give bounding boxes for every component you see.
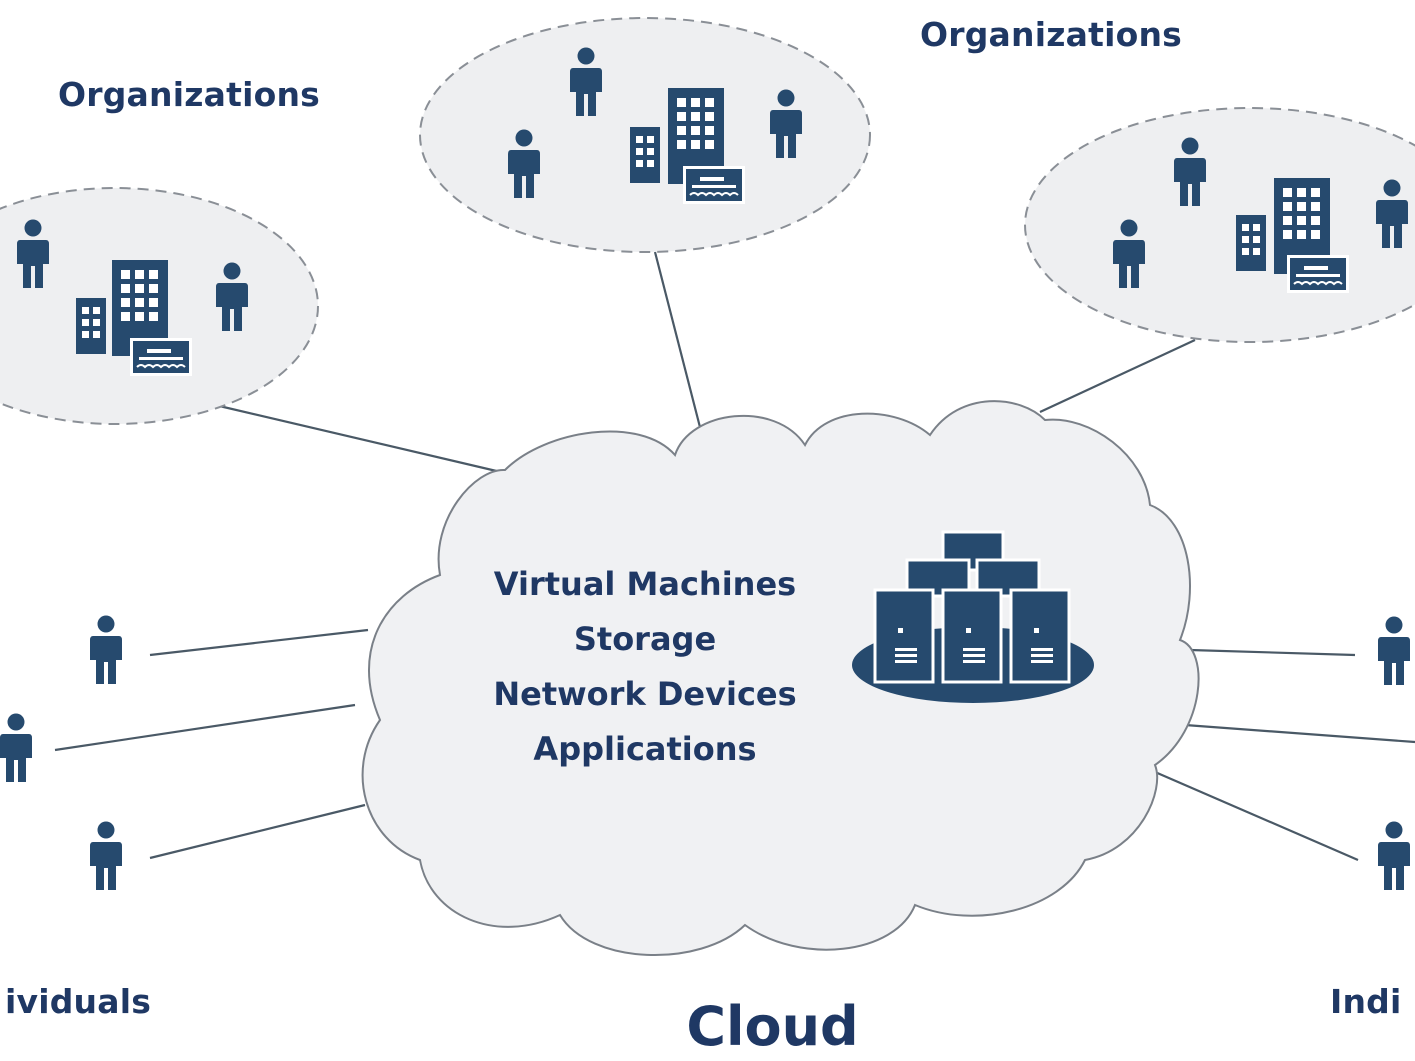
link-ind-right-1 bbox=[1189, 648, 1356, 657]
office-building-icon bbox=[76, 298, 106, 354]
server-stack-icon bbox=[852, 530, 1094, 703]
org-label-right: Organizations bbox=[920, 15, 1182, 54]
individuals-label-left: ividuals bbox=[5, 982, 152, 1021]
front-desk-icon bbox=[1286, 254, 1350, 294]
office-building-icon bbox=[630, 127, 660, 183]
cloud-item-storage: Storage bbox=[573, 620, 717, 658]
org-label-left: Organizations bbox=[58, 75, 320, 114]
link-org-right bbox=[1039, 339, 1196, 413]
front-desk-icon bbox=[129, 337, 193, 377]
person-icon bbox=[1378, 821, 1410, 890]
link-ind-left-1 bbox=[149, 628, 369, 657]
connector-lines bbox=[54, 251, 1415, 862]
link-ind-right-3 bbox=[1154, 770, 1359, 862]
person-icon bbox=[1378, 616, 1410, 685]
link-ind-left-2 bbox=[54, 703, 356, 752]
office-building-icon bbox=[1236, 215, 1266, 271]
cloud-item-applications: Applications bbox=[533, 730, 757, 768]
cloud-item-virtual-machines: Virtual Machines bbox=[493, 565, 797, 603]
individuals-label-right: Indi bbox=[1330, 982, 1402, 1021]
link-ind-right-2 bbox=[1184, 723, 1415, 744]
link-org-center bbox=[653, 251, 704, 436]
org-group-right bbox=[1024, 107, 1415, 343]
front-desk-icon bbox=[682, 165, 746, 205]
cloud-item-network-devices: Network Devices bbox=[493, 675, 797, 713]
cloud-title: Cloud bbox=[686, 995, 859, 1058]
link-org-left bbox=[214, 403, 506, 475]
person-icon bbox=[90, 821, 122, 890]
link-ind-left-3 bbox=[149, 803, 366, 860]
